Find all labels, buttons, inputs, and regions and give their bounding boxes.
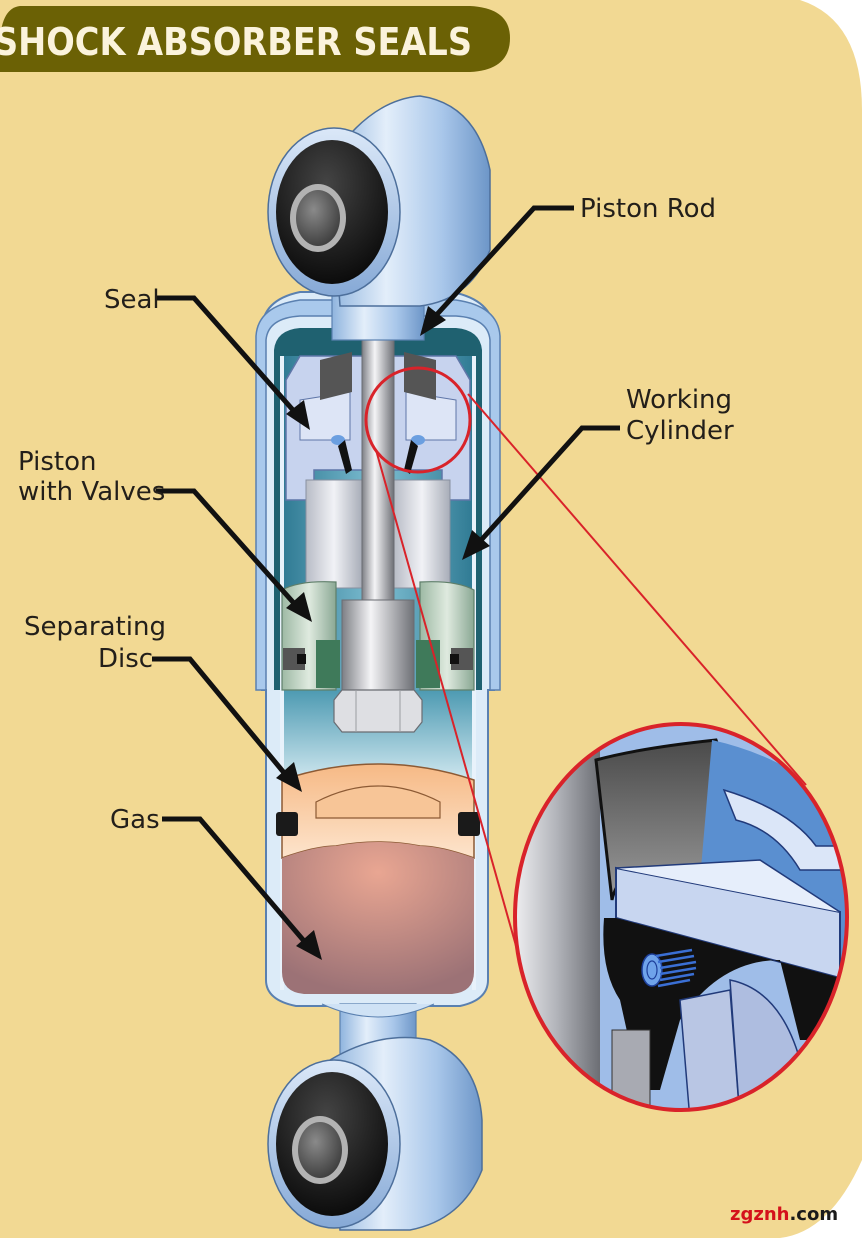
- label-working-cylinder-line1: Working: [626, 385, 732, 415]
- leader-lines: [152, 205, 620, 950]
- leader-gas: [162, 816, 312, 950]
- detail-marker-circle: [364, 366, 472, 474]
- magnified-seal-detail: [513, 722, 849, 1112]
- arrowheads: [276, 306, 490, 960]
- arrow-seal-icon: [286, 400, 310, 430]
- svg-text:zgznh.com: zgznh.com: [730, 1204, 838, 1225]
- detail-view-circle: [513, 722, 849, 1112]
- part-labels: Piston Rod Seal Working Cylinder Piston …: [18, 194, 734, 835]
- label-gas: Gas: [110, 805, 160, 835]
- detail-connector-top: [467, 393, 807, 786]
- lower-eye-mount: [267, 1036, 483, 1231]
- watermark-suffix: .com: [789, 1204, 838, 1225]
- leader-seal: [156, 295, 302, 420]
- gas-chamber: [282, 842, 474, 994]
- diagram-title: SHOCK ABSORBER SEALS: [0, 20, 472, 64]
- arrow-piston-rod-icon: [420, 306, 446, 336]
- piston-nut: [333, 689, 423, 733]
- watermark-brand: zgznh: [730, 1204, 789, 1225]
- upper-eye-mount: [267, 95, 491, 307]
- label-piston-valves-line1: Piston: [18, 447, 96, 477]
- garter-spring: [641, 948, 697, 988]
- label-piston-valves-line2: with Valves: [18, 477, 165, 507]
- detail-connector-bottom: [375, 449, 521, 961]
- dust-cover: [255, 299, 501, 691]
- separating-disc: [276, 763, 480, 860]
- title-banner: SHOCK ABSORBER SEALS: [0, 6, 510, 72]
- watermark: zgznh.com: [730, 1204, 838, 1225]
- arrow-working-cylinder-icon: [462, 530, 490, 560]
- leader-piston-valves: [156, 488, 302, 612]
- leader-separating-disc: [152, 656, 292, 782]
- label-piston-rod: Piston Rod: [580, 194, 716, 224]
- label-separating-disc-line1: Separating: [24, 612, 166, 642]
- arrow-piston-valves-icon: [286, 592, 312, 622]
- label-separating-disc-line2: Disc: [98, 644, 153, 674]
- label-seal: Seal: [104, 285, 160, 315]
- arrow-separating-disc-icon: [276, 762, 302, 792]
- leader-working-cylinder: [472, 425, 620, 550]
- leader-piston-rod: [428, 205, 574, 324]
- label-working-cylinder-line2: Cylinder: [626, 416, 734, 446]
- arrow-gas-icon: [296, 930, 322, 960]
